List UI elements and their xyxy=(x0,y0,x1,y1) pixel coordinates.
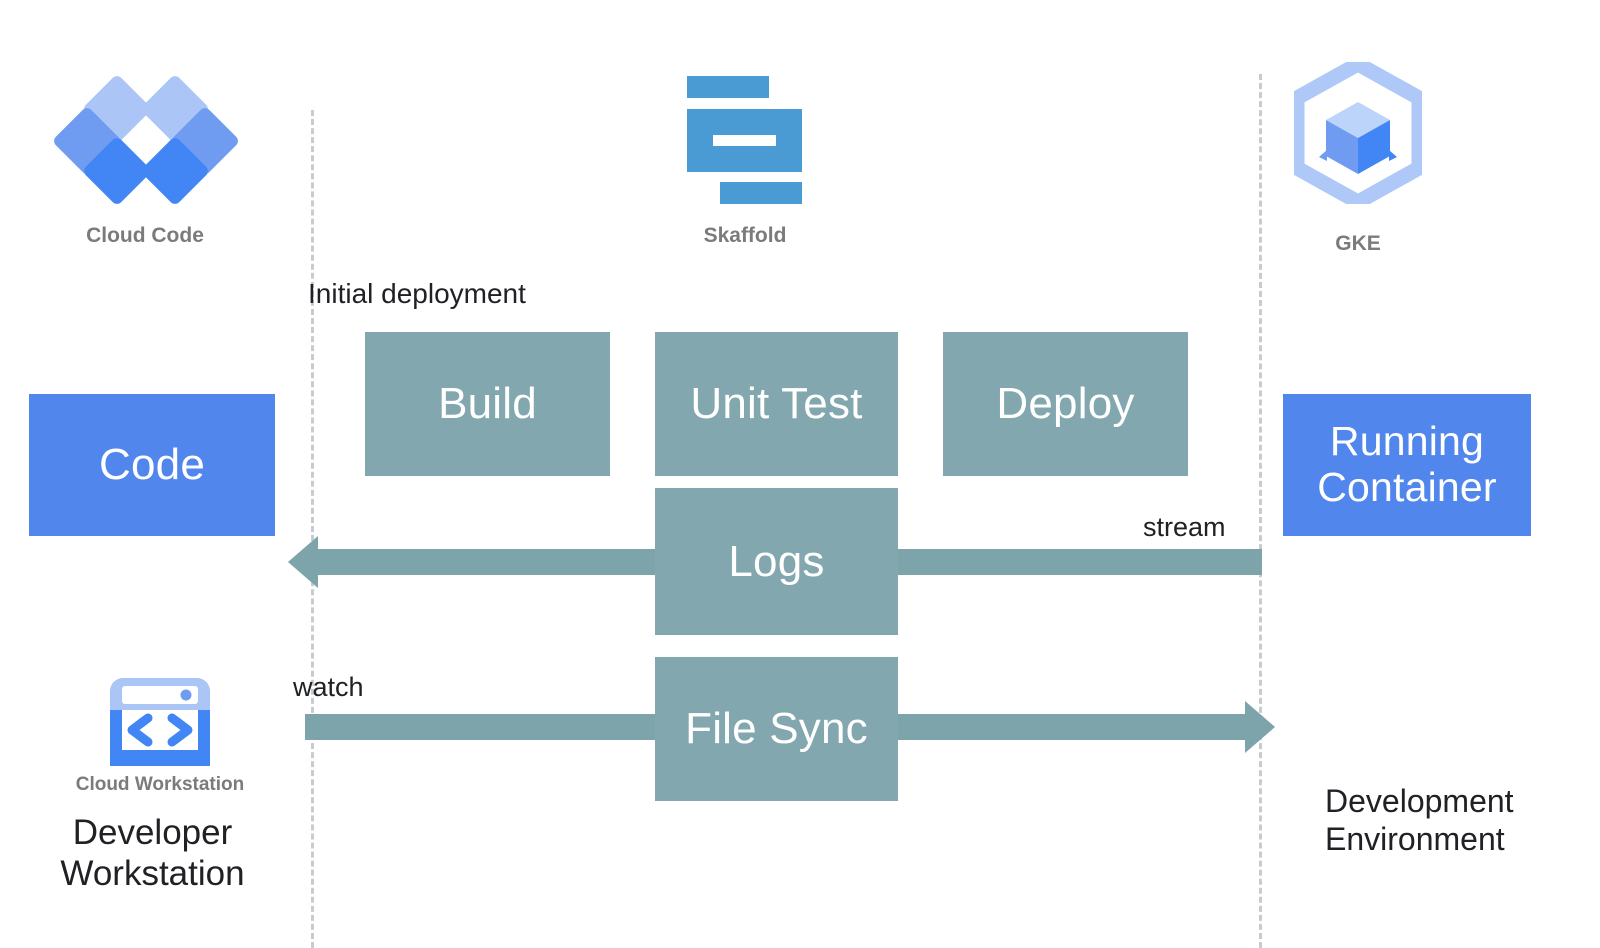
skaffold-label: Skaffold xyxy=(703,224,787,247)
skaffold-bar-mid xyxy=(687,146,776,172)
cloud-code-label: Cloud Code xyxy=(86,224,204,247)
left-boundary-line xyxy=(311,110,314,948)
cloud-workstation-window-code-icon xyxy=(110,678,210,766)
build-box[interactable]: Build xyxy=(365,332,610,476)
gke-hexagon-cube-icon xyxy=(1289,56,1427,210)
stream-label: stream xyxy=(1143,512,1226,542)
file-sync-box[interactable]: File Sync xyxy=(655,657,898,801)
cloud-code-logo xyxy=(51,73,241,218)
development-environment-label: Development Environment xyxy=(1325,783,1514,858)
gke-label: GKE xyxy=(1335,232,1381,255)
watch-label: watch xyxy=(293,672,364,702)
unit-test-box[interactable]: Unit Test xyxy=(655,332,898,476)
running-container-box[interactable]: Running Container xyxy=(1283,394,1531,536)
skaffold-s-blocks-icon xyxy=(687,76,769,98)
cloud-workstation-logo xyxy=(108,676,212,768)
right-boundary-line xyxy=(1259,74,1262,948)
skaffold-logo xyxy=(687,76,802,204)
cloud-workstation-label: Cloud Workstation xyxy=(75,774,245,795)
filesync-arrow-head xyxy=(1245,701,1275,753)
gke-logo xyxy=(1289,56,1427,210)
logs-box[interactable]: Logs xyxy=(655,488,898,635)
logs-arrow-head xyxy=(288,536,318,588)
skaffold-bar-right-lower xyxy=(776,109,802,172)
deploy-box[interactable]: Deploy xyxy=(943,332,1188,476)
initial-deployment-label: Initial deployment xyxy=(308,278,526,309)
developer-workstation-label: Developer Workstation xyxy=(60,813,245,894)
skaffold-bar-bottom xyxy=(720,182,802,204)
code-box[interactable]: Code xyxy=(29,394,275,536)
